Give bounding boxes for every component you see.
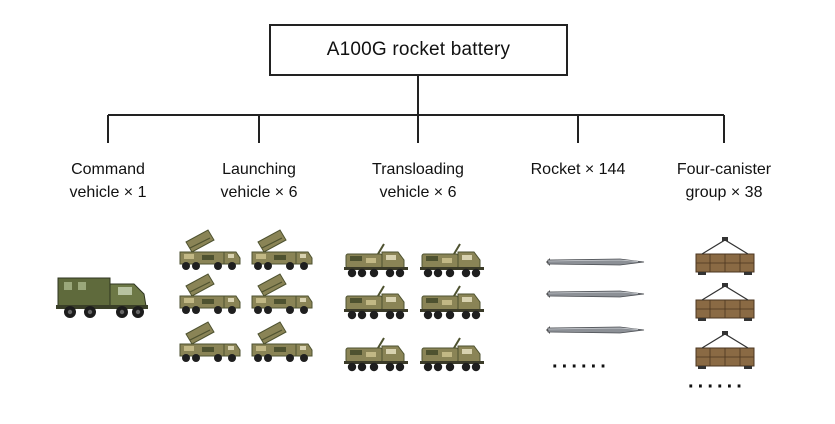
transloader-vehicle-icon bbox=[344, 243, 408, 278]
launcher-vehicle-icon bbox=[251, 273, 313, 314]
launcher-vehicle-icon bbox=[179, 321, 241, 362]
rocket-icon bbox=[546, 326, 645, 334]
root-node: A100G rocket battery bbox=[269, 24, 568, 76]
label-rocket: Rocket × 144 bbox=[530, 161, 626, 178]
root-label: A100G rocket battery bbox=[326, 39, 511, 60]
launcher-vehicle-icon bbox=[251, 321, 313, 362]
rocket-icon bbox=[546, 290, 645, 298]
launcher-vehicle-icon bbox=[179, 273, 241, 314]
launcher-vehicle-icon bbox=[179, 229, 241, 270]
canister-group-icon bbox=[695, 283, 755, 321]
transloader-vehicle-icon bbox=[420, 285, 484, 320]
label-transloading: Transloading vehicle × 6 bbox=[372, 161, 464, 201]
rocket-icon bbox=[546, 258, 645, 266]
label-launching: Launching vehicle × 6 bbox=[220, 161, 298, 201]
transloader-vehicle-icon bbox=[420, 337, 484, 372]
label-command: Command vehicle × 1 bbox=[69, 161, 147, 201]
canister-group-icon bbox=[695, 237, 755, 275]
command-vehicle-icon bbox=[56, 277, 148, 318]
label-canister: Four-canister group × 38 bbox=[676, 161, 772, 201]
transloader-vehicle-icon bbox=[420, 243, 484, 278]
canister-group-icon bbox=[695, 331, 755, 369]
rocket-ellipsis: ······ bbox=[552, 356, 610, 378]
launcher-vehicle-icon bbox=[251, 229, 313, 270]
transloader-vehicle-icon bbox=[344, 285, 408, 320]
transloader-vehicle-icon bbox=[344, 337, 408, 372]
canister-ellipsis: ······ bbox=[688, 376, 746, 398]
